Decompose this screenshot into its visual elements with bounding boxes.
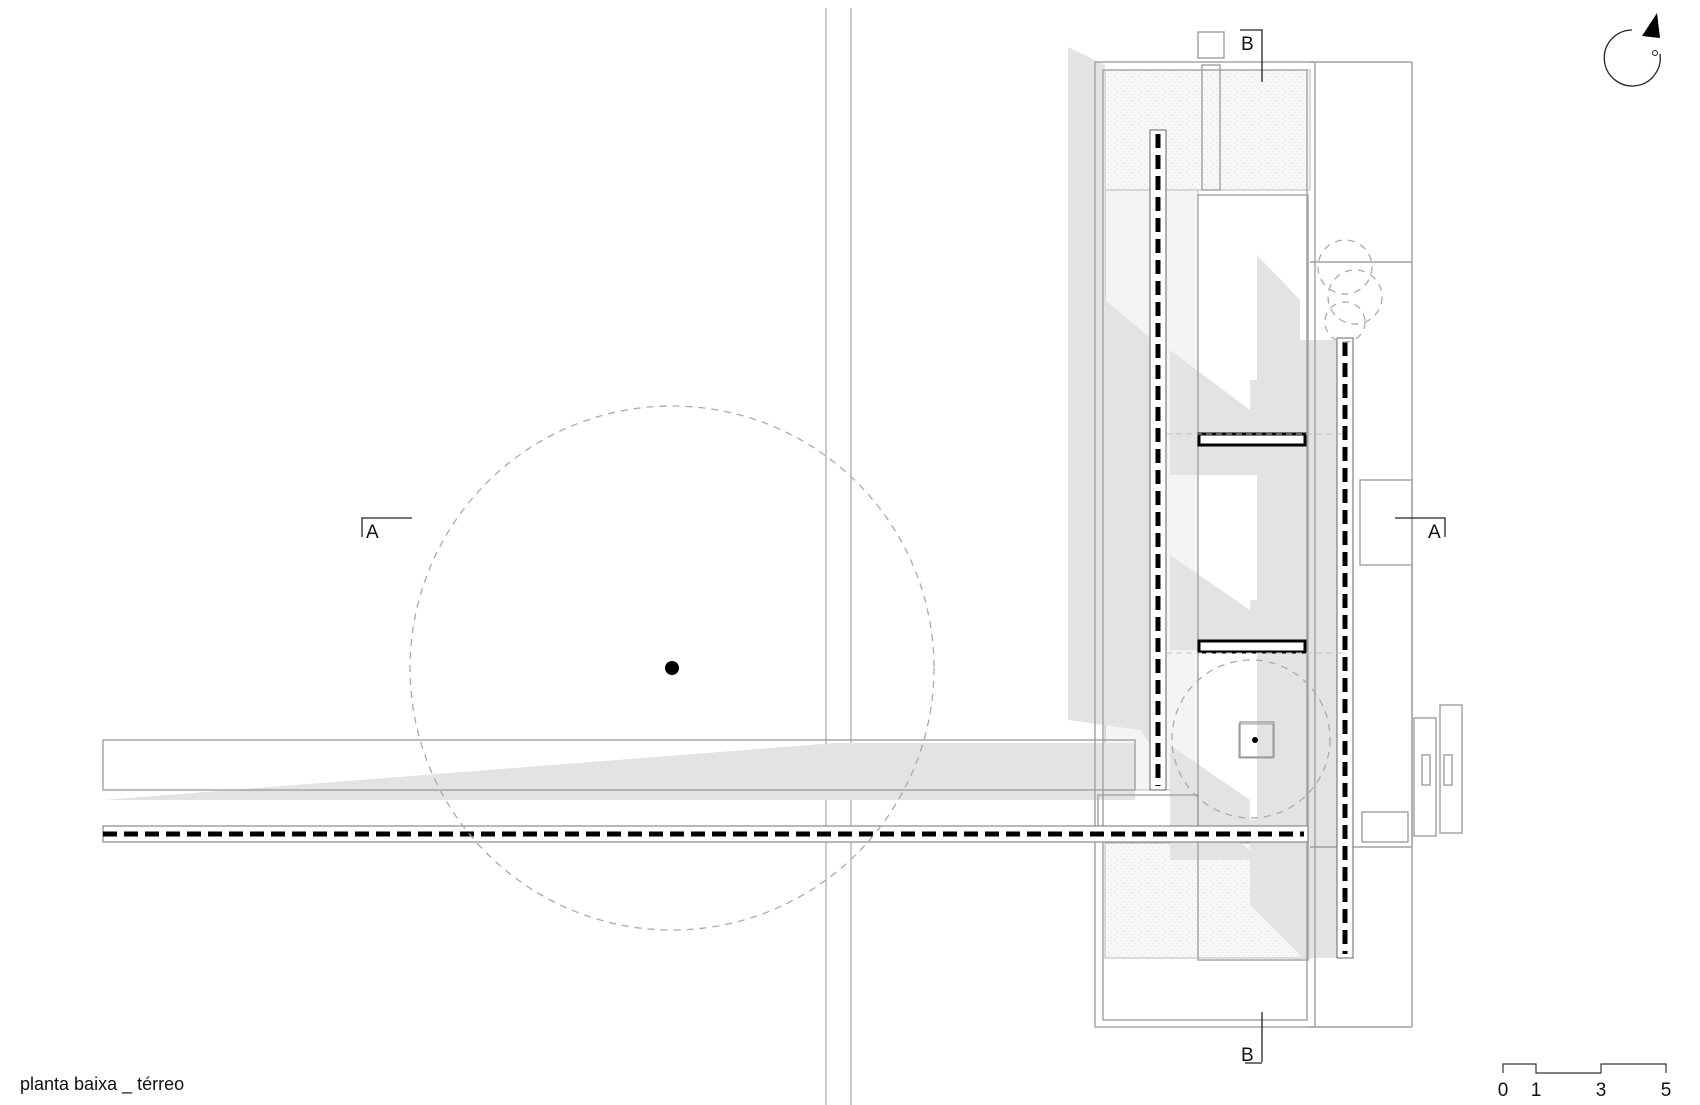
trees [409,239,1383,931]
section-mark-b-bottom: B [1241,1045,1254,1066]
scale-tick-label: 1 [1530,1080,1542,1101]
section-mark-a-left: A [366,522,379,543]
tree-trunk [665,661,679,675]
drawing-title: planta baixa _ térreo [20,1074,185,1094]
section-mark-a-right: A [1428,522,1441,543]
road-lines [825,8,852,1105]
section-lines [361,29,1446,1064]
ramp [102,825,1309,843]
shadow-shapes [103,47,1340,958]
scale-bar [1502,1063,1667,1074]
scale-tick-label: 5 [1660,1080,1672,1101]
dashed-walls [1149,129,1354,959]
scale-tick-label: 0 [1497,1080,1509,1101]
section-mark-b-top: B [1241,34,1254,55]
north-arrow-icon [1603,13,1661,87]
scale-tick-label: 3 [1595,1080,1607,1101]
building-outlines [102,31,1463,1028]
tree-trunk-small [1252,737,1258,743]
